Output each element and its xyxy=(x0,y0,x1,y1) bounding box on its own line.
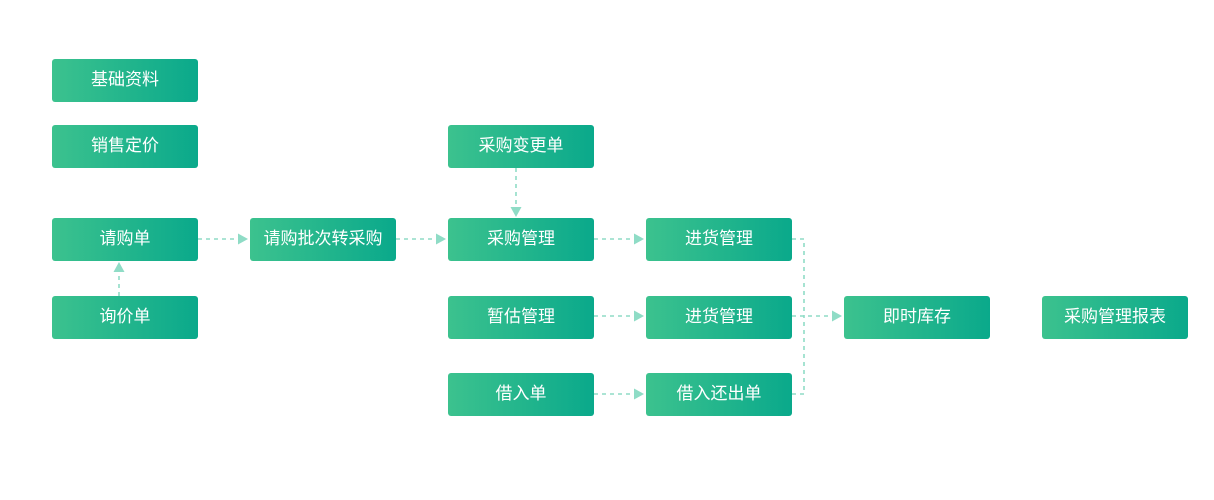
edge-borrow-return-to-bracket xyxy=(792,316,805,395)
node-purchase-requisition[interactable]: 请购单 xyxy=(52,218,198,261)
node-receiving-management-2[interactable]: 进货管理 xyxy=(646,296,792,339)
node-realtime-inventory[interactable]: 即时库存 xyxy=(844,296,990,339)
node-purchase-management[interactable]: 采购管理 xyxy=(448,218,594,261)
node-purchase-report[interactable]: 采购管理报表 xyxy=(1042,296,1188,339)
node-sales-pricing[interactable]: 销售定价 xyxy=(52,125,198,168)
node-basic-data[interactable]: 基础资料 xyxy=(52,59,198,102)
node-estimate-management[interactable]: 暂估管理 xyxy=(448,296,594,339)
arrowhead xyxy=(634,233,644,245)
node-borrow-in[interactable]: 借入单 xyxy=(448,373,594,416)
arrowhead xyxy=(634,388,644,400)
edge-receiving-1-to-bracket xyxy=(792,238,805,316)
arrowhead xyxy=(832,310,842,322)
arrowhead xyxy=(238,233,248,245)
node-borrow-return[interactable]: 借入还出单 xyxy=(646,373,792,416)
node-purchase-change[interactable]: 采购变更单 xyxy=(448,125,594,168)
arrowhead xyxy=(436,233,446,245)
arrowhead xyxy=(510,207,522,217)
arrowhead xyxy=(634,310,644,322)
node-receiving-management-1[interactable]: 进货管理 xyxy=(646,218,792,261)
node-batch-to-purchase[interactable]: 请购批次转采购 xyxy=(250,218,396,261)
arrowhead xyxy=(113,262,125,272)
node-inquiry[interactable]: 询价单 xyxy=(52,296,198,339)
